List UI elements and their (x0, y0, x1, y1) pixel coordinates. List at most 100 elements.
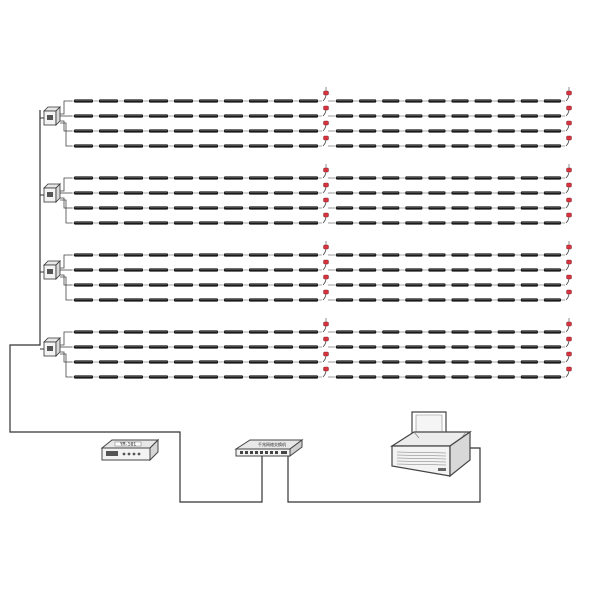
led-end-connector (322, 318, 329, 333)
led-array (40, 87, 572, 379)
group-feed-cables (60, 100, 72, 147)
led-end-connector (322, 289, 329, 301)
led-tube (543, 360, 561, 364)
led-tube (336, 268, 354, 272)
led-tube (382, 253, 400, 257)
led-tube (451, 330, 469, 334)
distribution-box (43, 106, 61, 126)
led-tube (124, 283, 143, 287)
led-tube (149, 221, 168, 225)
led-tube (199, 345, 218, 349)
led-tube (382, 375, 400, 379)
led-tube (199, 330, 218, 334)
led-tube (336, 345, 354, 349)
led-tube (474, 129, 492, 133)
led-tube (174, 99, 193, 103)
led-tube (520, 268, 538, 272)
led-tube (451, 375, 469, 379)
led-tube (428, 144, 446, 148)
led-tube (405, 129, 423, 133)
led-tube (382, 191, 400, 195)
led-tube (299, 206, 318, 210)
led-tube (174, 206, 193, 210)
led-tube (382, 144, 400, 148)
led-tube (74, 129, 93, 133)
led-tube (382, 129, 400, 133)
led-tube (224, 144, 243, 148)
led-tube (543, 330, 561, 334)
led-tube (382, 298, 400, 302)
led-tube (149, 298, 168, 302)
led-tube (520, 283, 538, 287)
led-tube (336, 176, 354, 180)
led-tube (474, 360, 492, 364)
led-tube (249, 268, 268, 272)
led-tube (124, 253, 143, 257)
led-tube (405, 375, 423, 379)
led-tube (428, 99, 446, 103)
led-tube (124, 99, 143, 103)
led-tube (274, 360, 293, 364)
led-tube (382, 283, 400, 287)
led-tube (274, 206, 293, 210)
led-tube (249, 114, 268, 118)
led-tube (497, 345, 515, 349)
led-tube (359, 99, 377, 103)
led-tube (274, 221, 293, 225)
led-row (72, 366, 572, 379)
led-row (72, 87, 572, 103)
led-end-connector (322, 182, 329, 194)
led-tube (74, 191, 93, 195)
led-tube (451, 129, 469, 133)
led-tube (99, 253, 118, 257)
led-tube (124, 298, 143, 302)
led-tube (224, 283, 243, 287)
led-tube (249, 129, 268, 133)
led-tube (405, 99, 423, 103)
led-tube (474, 298, 492, 302)
led-row (72, 120, 572, 133)
led-tube (451, 176, 469, 180)
led-tube (249, 253, 268, 257)
led-tube (124, 221, 143, 225)
led-tube (74, 221, 93, 225)
led-tube (249, 375, 268, 379)
led-tube (359, 360, 377, 364)
led-tube (474, 253, 492, 257)
led-tube (149, 129, 168, 133)
led-tube (224, 268, 243, 272)
led-tube (199, 99, 218, 103)
led-tube (474, 206, 492, 210)
led-tube (497, 283, 515, 287)
led-tube (497, 206, 515, 210)
led-tube (124, 206, 143, 210)
led-tube (428, 221, 446, 225)
led-tube (274, 268, 293, 272)
distribution-box (43, 183, 61, 203)
led-tube (199, 206, 218, 210)
led-tube (74, 253, 93, 257)
led-tube (224, 99, 243, 103)
led-tube (497, 99, 515, 103)
network-switch-device[interactable]: 千兆网络交换机 (234, 439, 304, 457)
led-tube (359, 345, 377, 349)
led-tube (224, 375, 243, 379)
led-end-connector (322, 120, 329, 132)
led-row (72, 259, 572, 272)
controller-device[interactable]: YM-501 (100, 438, 160, 462)
led-tube (149, 360, 168, 364)
led-tube (274, 283, 293, 287)
led-tube (299, 191, 318, 195)
led-tube (336, 375, 354, 379)
led-tube (274, 345, 293, 349)
led-tube (451, 99, 469, 103)
computer-server-device[interactable] (389, 411, 472, 478)
led-tube (249, 144, 268, 148)
led-tube (299, 268, 318, 272)
led-tube (336, 283, 354, 287)
led-tube (249, 221, 268, 225)
controller-label: YM-501 (120, 442, 137, 448)
led-tube (199, 144, 218, 148)
led-tube (474, 191, 492, 195)
led-tube (174, 144, 193, 148)
